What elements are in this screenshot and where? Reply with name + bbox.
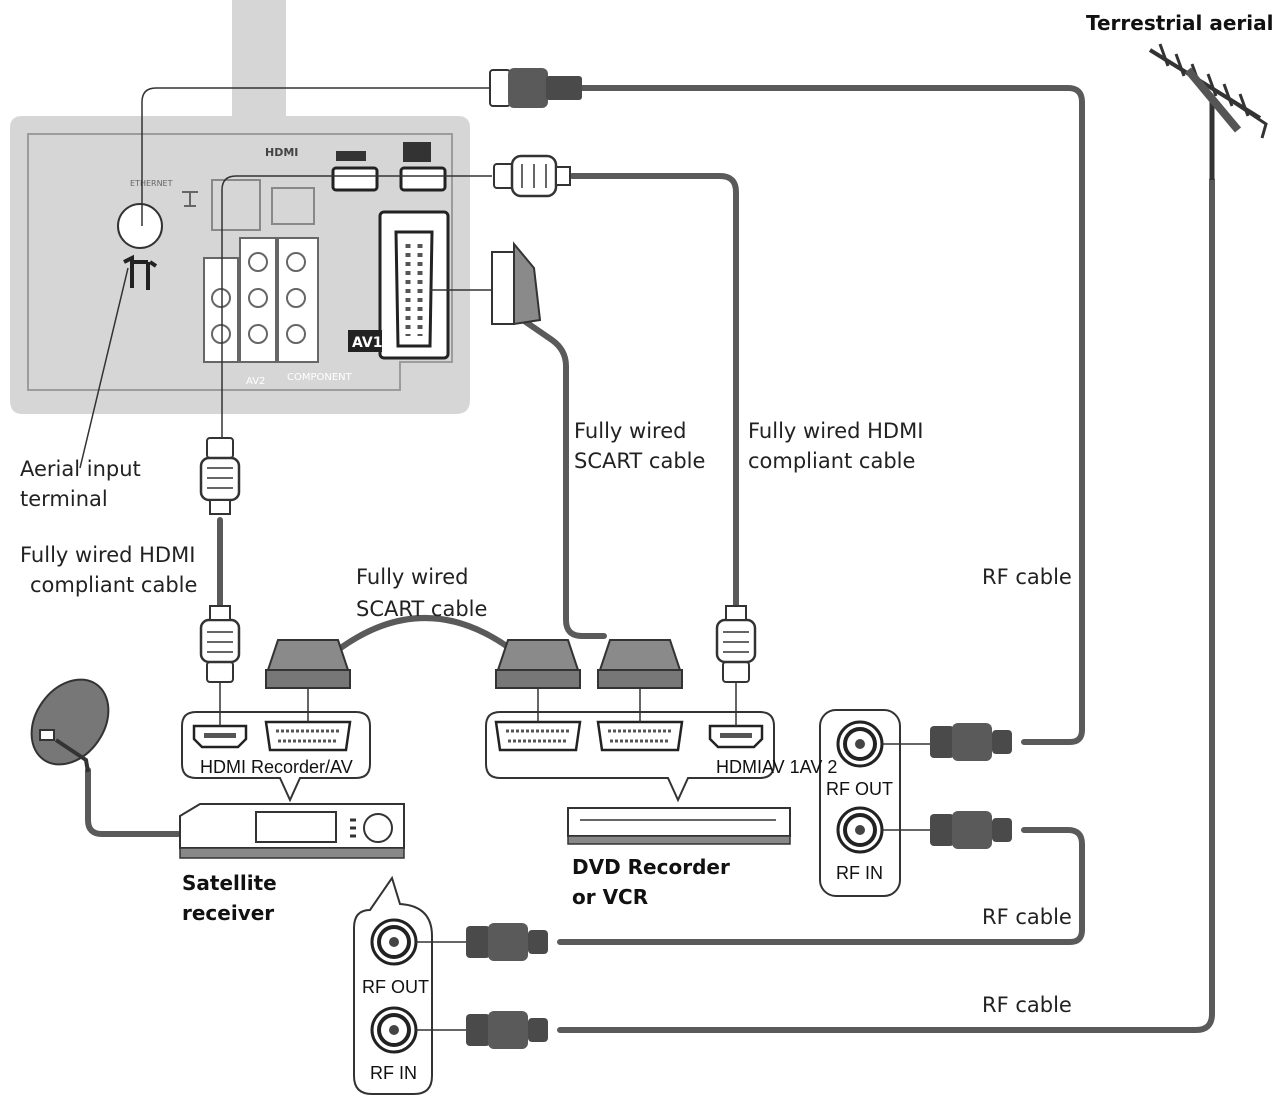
ethernet-icon [182,191,198,207]
satellite-receiver [179,803,405,859]
label-scart-top-l2: SCART cable [574,449,706,473]
label-rf-in-dvd: RF IN [836,863,883,883]
hdmi-plug-satellite [199,604,241,684]
satellite-port-panel [181,682,371,803]
label-rf-cable-2: RF cable [982,905,1072,929]
label-aerial-input-l2: terminal [20,487,108,511]
label-satellite-l2: receiver [182,901,275,925]
terrestrial-aerial-icon [1148,43,1268,180]
label-hdmi-left-l2: compliant cable [30,573,198,597]
tv-hdmi1-socket [331,166,379,192]
satellite-rf-panel [353,875,470,1095]
satellite-dish-cable [85,767,181,837]
tv-scart-av1 [378,210,450,360]
label-dvd-l1: DVD Recorder [572,855,730,879]
panel-ethernet-text: ETHERNET [130,179,173,188]
label-sat-ports: HDMI Recorder/AV [200,757,353,777]
tv-usb-port [271,187,315,225]
av1-badge [348,330,382,352]
rf-cable-aerial-to-dvd [577,85,1085,745]
tv-hdmi2-socket [399,166,447,192]
panel-av2-text: AV2 [246,376,265,387]
hdmi-cable-tv-to-dvd [569,173,739,615]
label-rf-out-sat: RF OUT [362,977,429,997]
tv-av-jacks [203,237,319,363]
label-aerial-input-l1: Aerial input [20,457,141,481]
dvd-rf-panel [819,709,940,897]
scart-cable-tv-to-dvd [517,315,607,639]
label-hdmi-top-l1: Fully wired HDMI [748,419,924,443]
label-scart-top-l1: Fully wired [574,419,687,443]
label-dvd-l2: or VCR [572,885,649,909]
cables [85,85,1215,1033]
hdmi-plug-dvd [715,604,757,684]
thin-wires [79,87,492,469]
rf-plug-dvd-out [930,723,1012,761]
scart-cable-sat-to-dvd [327,615,523,659]
rf-plug-sat-out [466,923,548,961]
scart-plug-satellite [265,639,351,689]
label-scart-mid-l2: SCART cable [356,597,488,621]
rf-plug-dvd-in [930,811,1012,849]
satellite-dish-icon [30,678,110,773]
hdmi-plug-tv-top [493,154,571,198]
label-rf-out-dvd: RF OUT [826,779,893,799]
sat-rf-out-jack [370,918,418,966]
label-rf-cable-3: RF cable [982,993,1072,1017]
label-rf-in-sat: RF IN [370,1063,417,1083]
label-terrestrial-aerial: Terrestrial aerial [1086,11,1274,35]
dvd-rf-in-jack [836,806,884,854]
tv-hdmi1-tag [336,151,366,161]
label-rf-cable-1: RF cable [982,565,1072,589]
scart-plug-tv [491,241,542,326]
rf-cable-sat-to-aerial [557,177,1215,1033]
dvd-rf-out-jack [836,720,884,768]
label-hdmi-top-l2: compliant cable [748,449,916,473]
rf-plug-tv-aerial [489,68,582,108]
label-scart-mid-l1: Fully wired [356,565,469,589]
aerial-terminal-icon [123,254,158,290]
tv-aerial-socket [117,203,163,249]
scart-plug-dvd-av1 [495,639,581,689]
scart-plug-dvd-av2 [597,639,683,689]
tv-ethernet-port [211,179,261,231]
label-hdmi-left-l1: Fully wired HDMI [20,543,196,567]
sat-rf-in-jack [370,1006,418,1054]
tv-hdmi2-tag [403,142,431,162]
panel-hdmi-logo: HDMI [265,146,298,159]
hdmi-plug-tv-bottom [199,436,241,516]
dvd-port-panel [485,682,775,803]
panel-hdmi-text: HDMI [265,146,298,159]
rf-plug-sat-in [466,1011,548,1049]
label-dvd-ports: HDMIAV 1AV 2 [716,757,838,777]
dvd-recorder [567,807,791,845]
av1-text: AV1 [352,335,382,351]
rf-cable-dvd-to-sat [557,827,1085,945]
panel-component-text: COMPONENT [287,372,353,383]
label-satellite-l1: Satellite [182,871,277,895]
tv-rear-panel: HDMI ETHERNET COMPONENT AV2 AV1 [10,0,470,414]
